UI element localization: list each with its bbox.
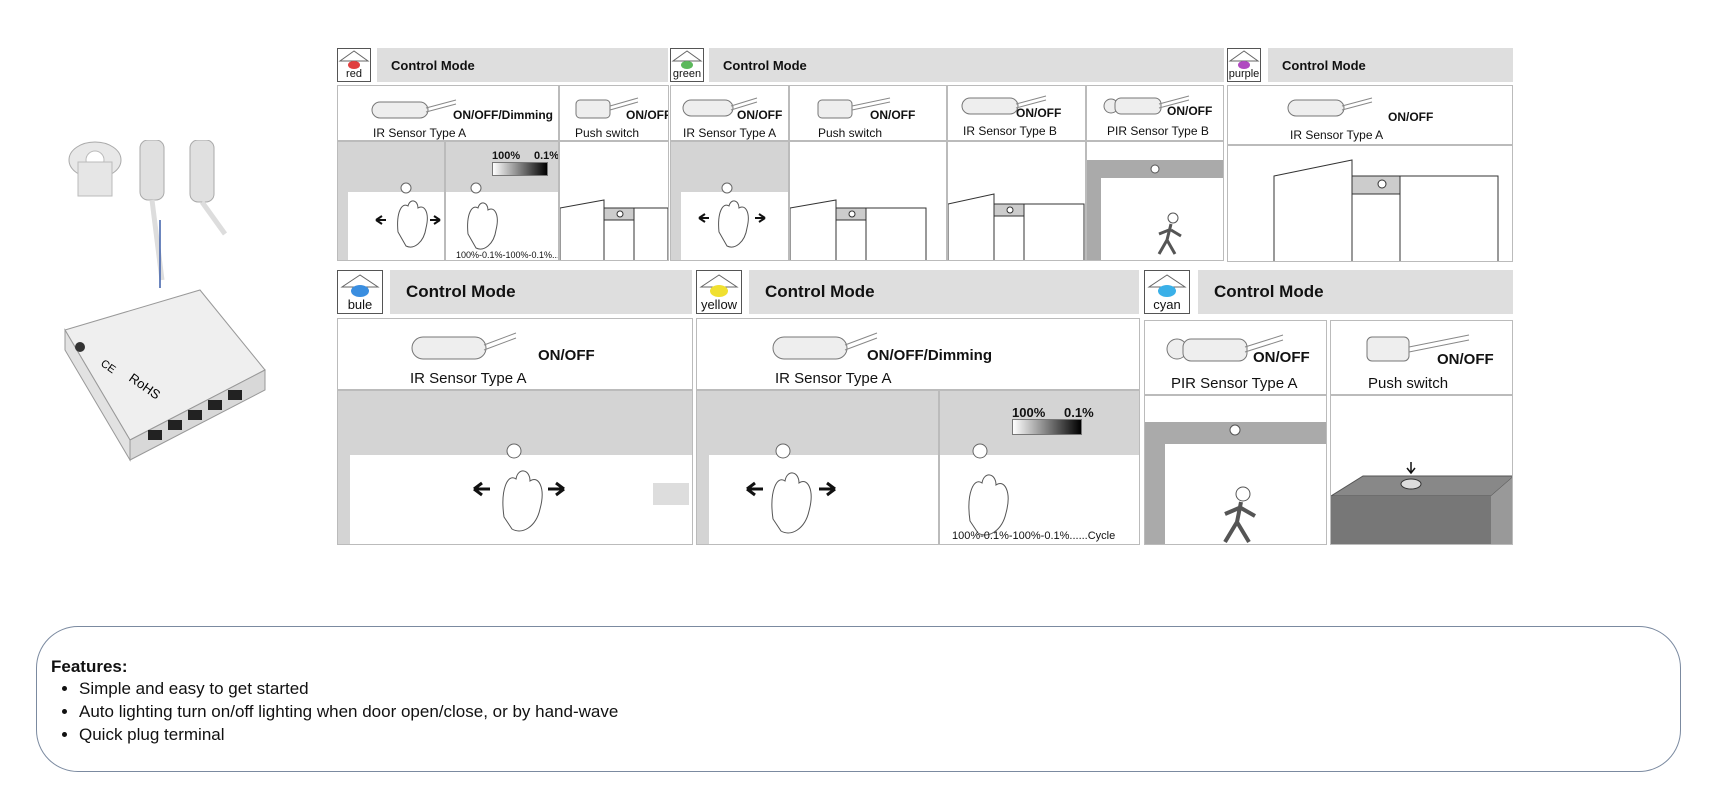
mode-title: Control Mode — [709, 48, 1224, 82]
dimming-high: 100% — [1012, 405, 1046, 420]
mode-color-label: bule — [347, 297, 373, 312]
sensor-mode: ON/OFF — [538, 347, 595, 364]
sensor-label: IR Sensor Type A — [410, 370, 527, 387]
mode-color-label: red — [346, 68, 362, 80]
sensor-tube-2 — [189, 139, 228, 236]
sensor-label: Push switch — [1368, 375, 1449, 392]
sensor-mode: ON/OFF — [870, 108, 916, 122]
feature-item: Quick plug terminal — [79, 723, 618, 746]
sensor-mode: ON/OFF — [737, 108, 783, 122]
scene-hand-wave — [337, 390, 693, 545]
scene-hand-wave — [337, 141, 445, 261]
sensor-mode: ON/OFF — [1437, 351, 1494, 368]
mode-color-label: cyan — [1153, 297, 1181, 312]
sensor-card: ON/OFF Push switch — [789, 85, 947, 141]
sensor-card: ON/OFF IR Sensor Type A — [670, 85, 789, 141]
sensor-card: ON/OFF Push switch — [559, 85, 669, 141]
sensor-mode: ON/OFF/Dimming — [453, 108, 553, 122]
mode-title: Control Mode — [390, 270, 692, 314]
sensor-mode: ON/OFF — [1016, 106, 1062, 120]
mode-title: Control Mode — [1268, 48, 1513, 82]
sensor-mode: ON/OFF — [626, 108, 669, 122]
sensor-card: ON/OFF Push switch — [1330, 320, 1513, 395]
scene-door — [789, 141, 947, 261]
scene-door — [1227, 145, 1513, 262]
sensor-label: IR Sensor Type A — [775, 370, 892, 387]
mode-color-label: green — [672, 68, 702, 80]
dimming-high: 100% — [492, 150, 521, 162]
mode-title: Control Mode — [749, 270, 1139, 314]
sensor-card: ON/OFF IR Sensor Type A — [1227, 85, 1513, 145]
sensor-mode: ON/OFF/Dimming — [867, 347, 992, 364]
dimming-cycle: 100%-0.1%-100%-0.1%......Cycle — [456, 250, 559, 260]
scene-hand-wave — [696, 390, 939, 545]
scene-door — [947, 141, 1086, 261]
mode-icon-green: green — [670, 48, 704, 82]
scene-hand-wave — [670, 141, 789, 261]
sensor-card: ON/OFF/Dimming IR Sensor Type A — [337, 85, 559, 141]
sensor-mode: ON/OFF — [1167, 104, 1213, 118]
scene-person — [1086, 141, 1224, 261]
mode-color-label: purple — [1228, 68, 1260, 80]
dimming-low: 0.1% — [534, 150, 559, 162]
feature-item: Simple and easy to get started — [79, 677, 618, 700]
sensor-mode: ON/OFF — [1388, 110, 1434, 124]
scene-person — [1144, 395, 1327, 545]
mode-icon-cyan: cyan — [1144, 270, 1190, 314]
sensor-label: IR Sensor Type A — [373, 126, 467, 140]
feature-item: Auto lighting turn on/off lighting when … — [79, 700, 618, 723]
scene-door — [559, 141, 669, 261]
sensor-label: Push switch — [575, 126, 640, 140]
sensor-card: ON/OFF IR Sensor Type B — [947, 85, 1086, 141]
sensor-card: ON/OFF PIR Sensor Type A — [1144, 320, 1327, 395]
sensor-label: IR Sensor Type B — [963, 124, 1057, 138]
sensor-card: ON/OFF IR Sensor Type A — [337, 318, 693, 390]
product-image: RoHS CE — [50, 139, 310, 520]
mode-icon-red: red — [337, 48, 371, 82]
mode-title: Control Mode — [1198, 270, 1513, 314]
mode-color-label: yellow — [700, 297, 738, 312]
features-list: Simple and easy to get started Auto ligh… — [51, 677, 618, 746]
mode-icon-bule: bule — [337, 270, 383, 314]
mode-icon-purple: purple — [1227, 48, 1261, 82]
sensor-label: Push switch — [818, 126, 883, 140]
features-box: Features: Simple and easy to get started… — [36, 626, 1681, 772]
sensor-card: ON/OFF/Dimming IR Sensor Type A — [696, 318, 1140, 390]
dimming-low: 0.1% — [1064, 405, 1094, 420]
scene-push-surface — [1330, 395, 1513, 545]
dimming-cycle: 100%-0.1%-100%-0.1%......Cycle — [952, 530, 1116, 542]
sensor-mode: ON/OFF — [1253, 349, 1310, 366]
mode-icon-yellow: yellow — [696, 270, 742, 314]
sensor-label: PIR Sensor Type B — [1107, 124, 1209, 138]
scene-hand-dimming: 100% 0.1% 100%-0.1%-100%-0.1%......Cycle — [939, 390, 1140, 545]
scene-hand-dimming: 100% 0.1% 100%-0.1%-100%-0.1%......Cycle — [445, 141, 559, 261]
sensor-label: IR Sensor Type A — [1290, 128, 1384, 142]
sensor-card: ON/OFF PIR Sensor Type B — [1086, 85, 1224, 141]
sensor-label: PIR Sensor Type A — [1171, 375, 1298, 392]
sensor-label: IR Sensor Type A — [683, 126, 777, 140]
mode-title: Control Mode — [377, 48, 668, 82]
controller-box: RoHS CE — [64, 289, 266, 462]
features-heading: Features: — [51, 657, 128, 676]
sensor-round — [68, 141, 122, 197]
